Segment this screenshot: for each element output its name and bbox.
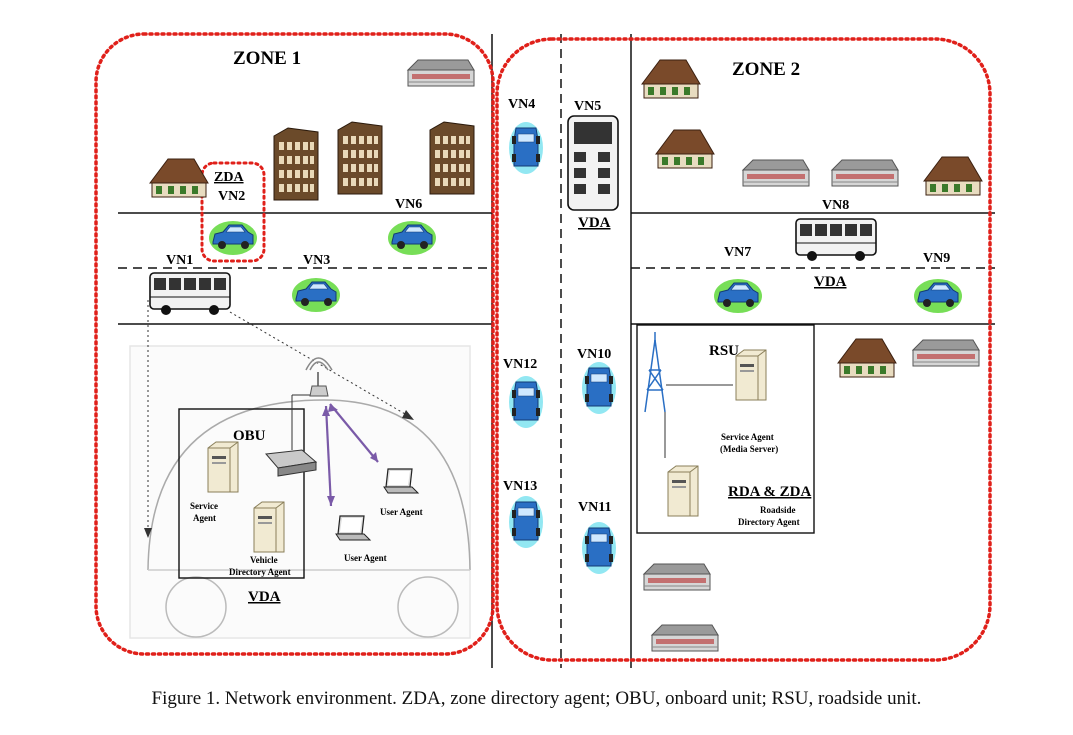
arrow-head-icon — [322, 406, 330, 416]
vn13-label: VN13 — [503, 479, 537, 494]
user-agent-label: User Agent — [380, 507, 423, 517]
vn1-label: VN1 — [166, 253, 193, 268]
car-icon — [508, 375, 544, 429]
roadside-da-label: Directory Agent — [738, 517, 800, 527]
car-icon — [581, 521, 617, 575]
vn3-label: VN3 — [303, 253, 330, 268]
vn7-label: VN7 — [724, 245, 751, 260]
tower-icon — [273, 127, 319, 201]
media-server-label: Service Agent — [721, 432, 774, 442]
rda-zda-label: RDA & ZDA — [728, 484, 812, 500]
router-icon — [265, 449, 318, 477]
vn10-label: VN10 — [577, 347, 611, 362]
vn2-label: VN2 — [218, 189, 245, 204]
car-icon — [508, 121, 544, 175]
buildings-zone2 — [641, 59, 983, 652]
arrow-head-icon — [328, 404, 338, 412]
zone2-label: ZONE 2 — [732, 59, 800, 80]
vn11-label: VN11 — [578, 500, 611, 515]
warehouse-icon — [742, 159, 810, 187]
bus-icon — [795, 218, 877, 262]
arrow-head-icon — [402, 410, 414, 420]
vda-car-label: VDA — [248, 589, 281, 605]
zone2-vehicles — [713, 218, 963, 314]
roadside-da-label: Roadside — [760, 505, 796, 515]
arrow-head-icon — [144, 528, 152, 538]
car-icon — [913, 278, 963, 314]
vn12-label: VN12 — [503, 357, 537, 372]
bus-icon — [149, 272, 231, 316]
vn9-label: VN9 — [923, 251, 950, 266]
obu-label: OBU — [233, 428, 266, 444]
zone1-border — [94, 32, 495, 656]
vn1-arrows — [147, 300, 413, 532]
warehouse-icon — [643, 563, 711, 591]
media-server-icon — [735, 349, 767, 401]
house-icon — [923, 156, 983, 196]
service-agent-server-icon — [207, 441, 239, 493]
service-agent-label: Agent — [193, 513, 216, 523]
warehouse-icon — [912, 339, 980, 367]
zone2-border — [495, 37, 992, 662]
media-server-label: (Media Server) — [720, 444, 778, 454]
user-agent-label: User Agent — [344, 553, 387, 563]
vda-bus-label: VDA — [578, 215, 611, 231]
car-icon — [581, 361, 617, 415]
figure-caption: Figure 1. Network environment. ZDA, zone… — [151, 688, 922, 709]
tower-icon — [429, 121, 475, 195]
buildings-zone1 — [149, 59, 475, 201]
zda-label: ZDA — [214, 170, 244, 185]
vehicle-directory-server-icon — [253, 501, 285, 553]
rsu-box — [636, 324, 815, 534]
car-icon — [387, 220, 437, 256]
car-icon — [508, 495, 544, 549]
vn8-label: VN8 — [822, 198, 849, 213]
warehouse-icon — [831, 159, 899, 187]
car-icon — [208, 220, 258, 256]
house-icon — [149, 158, 209, 198]
tower-icon — [337, 121, 383, 195]
warehouse-icon — [651, 624, 719, 652]
service-agent-label: Service — [190, 501, 218, 511]
obu-box — [178, 408, 305, 579]
vn6-label: VN6 — [395, 197, 422, 212]
obu-vehicle-outline — [129, 345, 471, 639]
zda-border — [200, 161, 266, 263]
warehouse-icon — [407, 59, 475, 87]
zone1-label: ZONE 1 — [233, 48, 301, 69]
vda-vn8-label: VDA — [814, 274, 847, 290]
arrow-head-icon — [370, 452, 378, 462]
car-icon — [291, 277, 341, 313]
arrow-head-icon — [327, 496, 335, 506]
house-icon — [641, 59, 701, 99]
vehicle-da-label: Vehicle — [250, 555, 278, 565]
vn4-label: VN4 — [508, 97, 535, 112]
antenna-icon — [305, 357, 333, 397]
bus-vn5-icon — [567, 115, 619, 211]
rsu-label: RSU — [709, 343, 739, 359]
car-icon — [713, 278, 763, 314]
rsu-tower-icon — [644, 332, 666, 413]
wireless-links — [324, 403, 379, 507]
house-icon — [655, 129, 715, 169]
roadside-server-icon — [667, 465, 699, 517]
roads — [118, 34, 995, 668]
house-icon — [837, 338, 897, 378]
vehicle-da-label: Directory Agent — [229, 567, 291, 577]
vn5-label: VN5 — [574, 99, 601, 114]
